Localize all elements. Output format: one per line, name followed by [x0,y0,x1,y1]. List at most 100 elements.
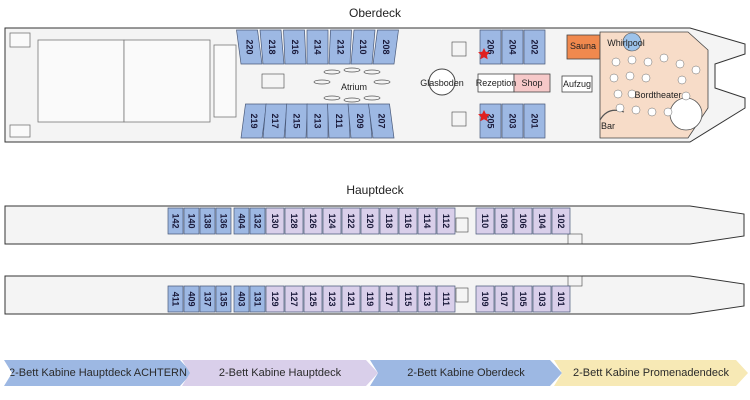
table-icon [631,105,641,115]
cabin-number: 106 [518,213,528,228]
rezeption-label: Rezeption [476,78,517,88]
star-icon [478,110,490,122]
bordtheater-tables [609,53,701,117]
hauptdeck-title: Hauptdeck [346,183,404,197]
cabin-box [167,285,184,313]
cabin-box [347,103,373,139]
cabin-number: 114 [422,214,432,229]
aufzug-label: Aufzug [563,79,591,89]
cabin-105: 105 [513,285,533,313]
sauna-label: Sauna [570,41,596,51]
cabin-box [436,285,456,313]
table-icon [627,55,637,65]
legend-label: 2-Bett Kabine Promenadendeck [573,367,729,379]
cabin-403: 403 [233,285,250,313]
cabin-102: 102 [551,207,571,235]
legend-label: 2-Bett Kabine Hauptdeck ACHTERN [9,367,187,379]
cabin-number: 201 [530,113,540,128]
cabin-box [283,29,307,65]
legend-oberdeck: 2-Bett Kabine Oberdeck [370,360,562,386]
cabin-box [322,285,342,313]
cabin-box [183,207,200,235]
cabin-number: 102 [556,213,566,228]
cabin-212: 212 [328,29,352,65]
cabin-box [379,207,399,235]
table-icon [643,57,653,67]
cabin-126: 126 [303,207,323,235]
cabin-135: 135 [215,285,232,313]
cabin-box [328,29,352,65]
cabin-124: 124 [322,207,342,235]
cabin-number: 411 [171,292,181,307]
whirlpool-icon [622,32,642,52]
cabin-box [341,285,361,313]
table-icon [681,91,691,101]
cabin-box [436,207,456,235]
cabin-number: 104 [537,213,547,228]
cabin-number: 137 [203,291,213,306]
legend-label: 2-Bett Kabine Oberdeck [407,367,525,379]
cabin-box [233,285,250,313]
cabin-216: 216 [283,29,307,65]
cabin-box [306,103,329,139]
cabin-number: 108 [499,213,509,228]
cabin-box [551,207,571,235]
cabin-box [249,207,266,235]
cabin-number: 138 [203,213,213,228]
cabin-130: 130 [265,207,285,235]
cabin-number: 218 [267,39,277,54]
cabin-box [341,207,361,235]
cabin-box [501,103,524,139]
glasboden-label: Glasboden [420,78,464,88]
cabin-121: 121 [341,285,361,313]
cabin-208: 208 [372,29,399,65]
legend-promenadendeck: 2-Bett Kabine Promenadendeck [554,360,748,386]
cabin-202: 202 [523,29,546,65]
cabin-number: 214 [313,39,323,54]
cabin-214: 214 [306,29,329,65]
cabin-409: 409 [183,285,200,313]
cabin-box [513,207,533,235]
table-icon [659,53,669,63]
cabin-number: 220 [244,39,254,54]
cabin-box [249,285,266,313]
cabin-142: 142 [167,207,184,235]
cabin-number: 121 [346,291,356,306]
cabin-112: 112 [436,207,456,235]
table-icon [625,71,635,81]
cabin-number: 109 [480,291,490,306]
table-icon [663,107,673,117]
cabin-number: 111 [441,292,451,306]
cabin-box [322,207,342,235]
bordtheater-label: Bordtheater [634,90,681,100]
cabin-number: 217 [270,113,280,128]
cabin-number: 403 [237,291,247,306]
cabin-box [215,207,232,235]
cabin-box [475,285,495,313]
cabin-number: 105 [518,291,528,306]
cabin-box [417,285,437,313]
cabin-box [350,29,376,65]
cabin-number: 128 [289,213,299,228]
cabin-115: 115 [398,285,418,313]
cabin-219: 219 [240,103,267,139]
table-icon [609,73,619,83]
table-icon [647,107,657,117]
cabin-114: 114 [417,207,437,235]
bar-label: Bar [601,121,615,131]
cabin-number: 203 [508,113,518,128]
cabin-number: 120 [365,213,375,228]
cabin-128: 128 [284,207,304,235]
hauptdeck-stairs [455,217,583,303]
cabin-box [303,207,323,235]
cabin-box [479,103,502,139]
cabin-number: 127 [289,291,299,306]
cabin-box [199,207,216,235]
cabin-207: 207 [368,103,395,139]
cabin-138: 138 [199,207,216,235]
table-icon [691,65,701,75]
cabin-box [551,285,571,313]
